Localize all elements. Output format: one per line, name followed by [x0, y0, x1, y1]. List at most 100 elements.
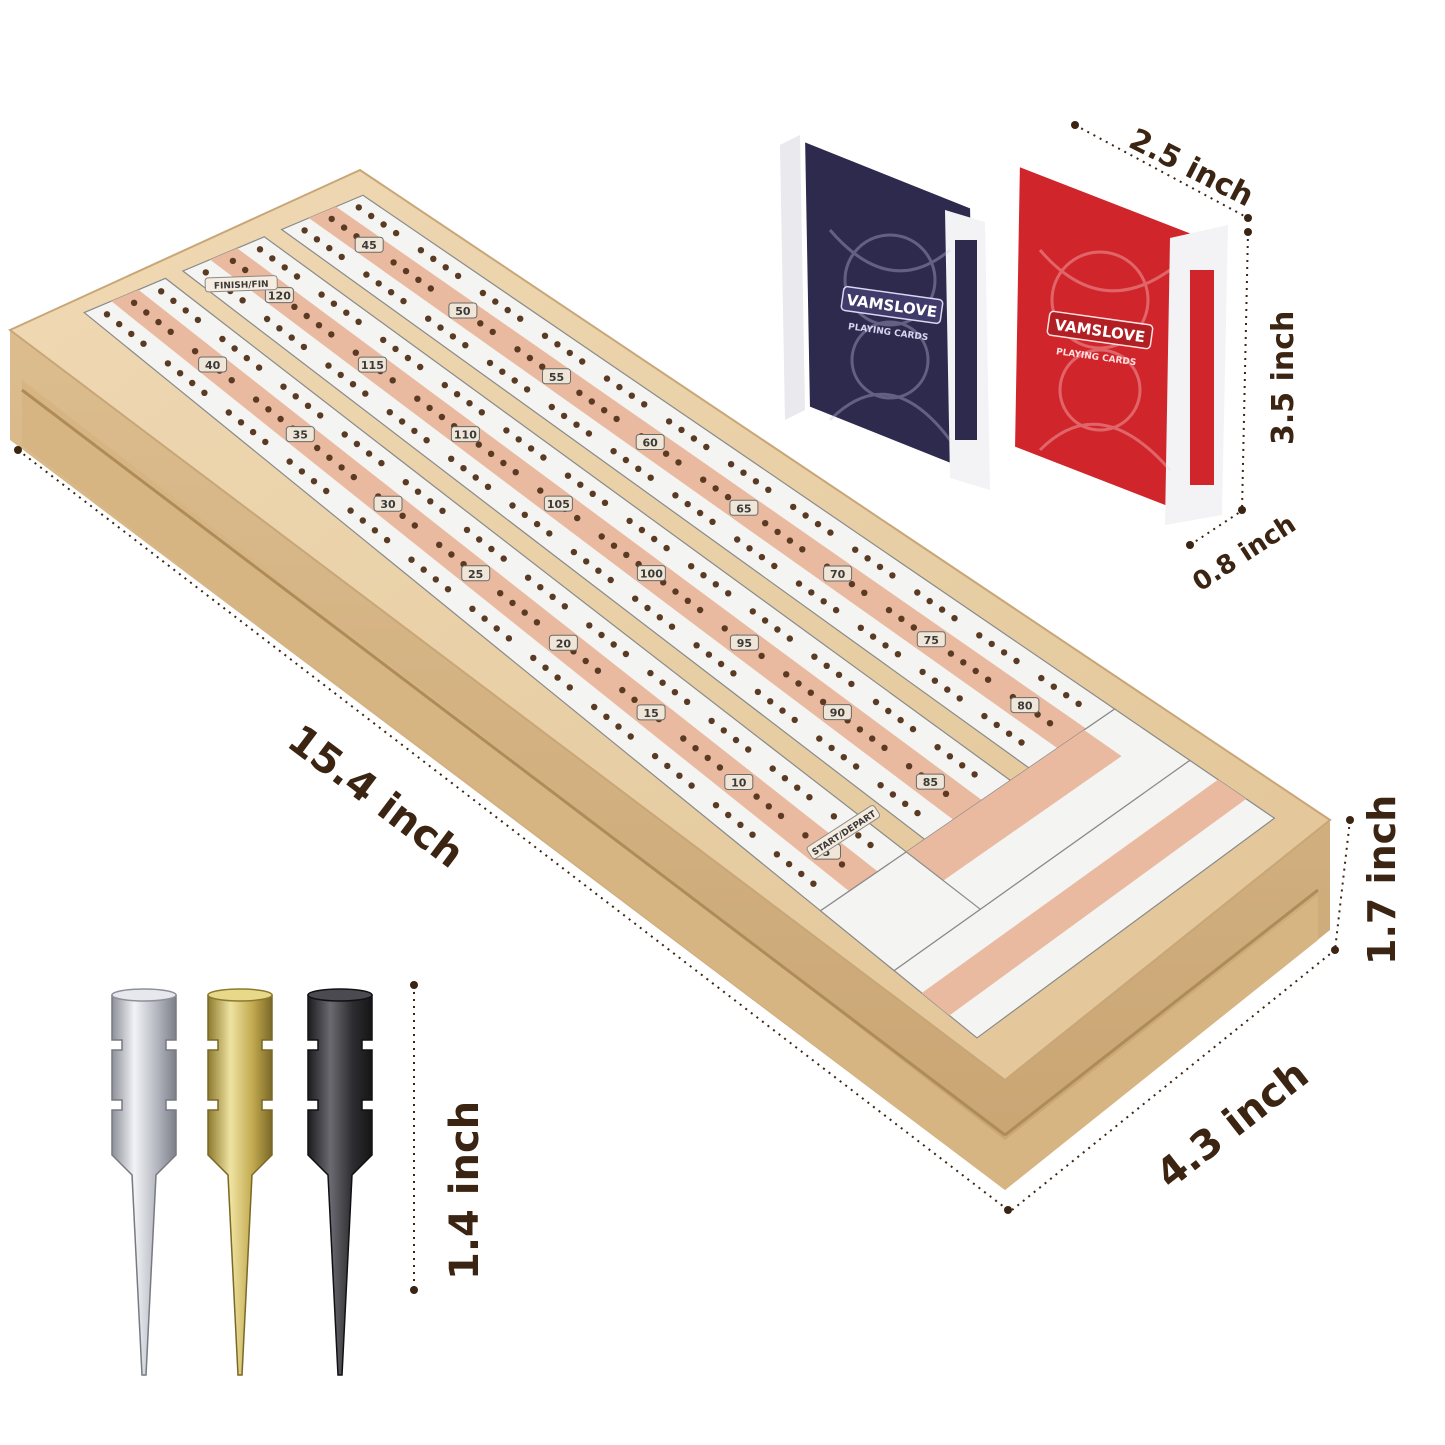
peg-hole — [201, 389, 208, 396]
card-height-label: 3.5 inch — [1266, 311, 1301, 445]
peg-hole — [942, 790, 950, 797]
score-marker-20: 20 — [548, 634, 578, 651]
peg-hole — [194, 316, 202, 324]
score-marker-50: 50 — [448, 302, 478, 319]
card-depth-label: 0.8 inch — [1187, 509, 1301, 598]
board-seam-line-right — [1004, 888, 1319, 1137]
peg-hole — [439, 507, 446, 514]
peg-hole — [703, 443, 710, 451]
peg-hole — [140, 340, 147, 347]
score-marker-105: 105 — [543, 495, 573, 512]
peg-hole — [641, 401, 648, 408]
peg-hole — [705, 651, 713, 658]
board-length-line — [17, 449, 1009, 1211]
peg-hole — [576, 389, 583, 396]
peg-hole — [231, 345, 238, 352]
peg-hole — [390, 259, 397, 266]
peg-hole — [505, 635, 513, 642]
card-deck-blue-edge-band — [955, 240, 977, 440]
peg-hole — [869, 735, 876, 742]
peg-hole — [914, 809, 921, 817]
peg-hole — [781, 775, 789, 782]
peg-hole — [328, 215, 335, 223]
peg-hole — [526, 354, 534, 362]
score-marker-text: 105 — [547, 498, 570, 511]
peg-hole — [402, 479, 409, 486]
peg-hole — [533, 520, 541, 528]
peg-hole — [881, 744, 888, 751]
peg-hole — [898, 615, 905, 622]
peg-hole — [1038, 674, 1045, 682]
peg-hole — [840, 754, 847, 761]
peg-hole — [785, 860, 793, 868]
peg-hole — [819, 698, 827, 706]
peg-hole — [469, 605, 476, 612]
peg-hole — [362, 390, 369, 397]
peg-hole — [720, 727, 727, 734]
peg-hole — [263, 315, 271, 323]
peg-hole — [808, 589, 815, 596]
peg-hole — [1075, 700, 1082, 707]
peg-hole — [758, 553, 766, 561]
card-height-line — [1241, 231, 1249, 511]
peg-hole — [632, 595, 639, 602]
peg-hole — [432, 576, 439, 583]
peg-hole — [981, 712, 988, 720]
peg-hole — [749, 831, 756, 838]
peg-hole — [716, 764, 724, 771]
peg-hole — [690, 435, 698, 442]
peg-hole — [672, 588, 679, 595]
card-deck-red-edge-band — [1190, 270, 1214, 485]
track-strip — [921, 779, 1247, 1016]
peg-hole — [727, 461, 735, 468]
peg-hole — [359, 517, 366, 524]
peg-hole — [745, 746, 752, 753]
peg-hole — [984, 676, 992, 683]
peg-hole — [848, 580, 856, 588]
peg-hole — [934, 744, 941, 751]
peg-hole — [444, 586, 452, 593]
peg-silver — [111, 988, 177, 1376]
peg-hole — [392, 229, 400, 237]
peg-hole — [237, 419, 245, 426]
peg-hole — [255, 364, 263, 371]
peg-hole — [672, 492, 679, 499]
peg-hole — [832, 606, 840, 614]
score-marker-10: 10 — [724, 774, 754, 790]
score-marker-text: 25 — [468, 568, 483, 581]
peg-hole — [269, 255, 276, 262]
peg-hole — [676, 772, 683, 779]
peg-hole — [323, 487, 330, 495]
peg-hole — [414, 488, 422, 495]
peg-hole — [300, 343, 308, 351]
card-deck-red-brand-plate — [1046, 310, 1154, 350]
peg-hole — [560, 412, 568, 420]
peg-hole — [577, 481, 584, 488]
peg-hole — [189, 379, 196, 387]
peg-hole — [802, 832, 809, 839]
peg-gold — [207, 988, 273, 1376]
peg-hole — [561, 603, 568, 610]
peg-hole — [855, 832, 862, 839]
peg-hole — [700, 476, 707, 483]
peg-hole — [182, 307, 189, 314]
peg-hole — [383, 536, 391, 544]
peg-hole — [539, 363, 546, 370]
peg-hole — [885, 707, 892, 715]
score-marker-95: 95 — [729, 634, 759, 651]
peg-hole — [515, 436, 522, 443]
peg-hole — [631, 696, 638, 703]
peg-hole — [647, 669, 654, 677]
peg-hole — [730, 670, 737, 677]
peg-hole — [610, 448, 617, 455]
peg-hole — [693, 642, 700, 649]
peg-hole — [591, 703, 598, 711]
peg-hole — [315, 322, 323, 329]
peg-hole — [116, 320, 123, 328]
peg-hole — [462, 342, 469, 349]
peg-hole — [489, 328, 496, 336]
score-marker-text: 30 — [380, 498, 396, 511]
peg-hole — [610, 641, 617, 648]
score-marker-25: 25 — [461, 565, 491, 582]
score-marker-text: 65 — [736, 502, 751, 515]
